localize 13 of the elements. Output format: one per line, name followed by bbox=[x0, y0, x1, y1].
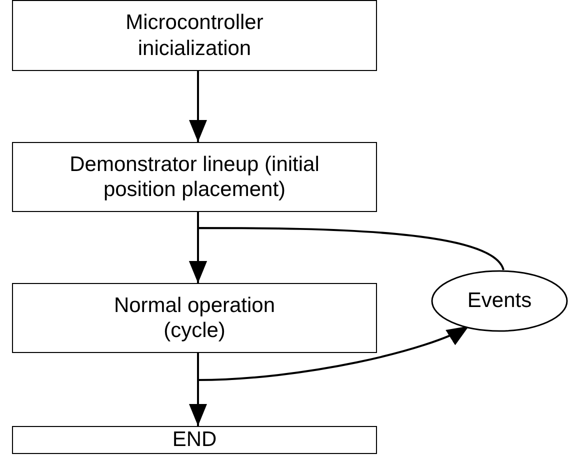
node-label: Demonstrator lineup (initial position placement) bbox=[68, 152, 320, 202]
process-box bbox=[12, 283, 377, 353]
process-box bbox=[12, 142, 377, 212]
node-label: Microcontroller inicialization bbox=[124, 10, 264, 61]
arrow bbox=[197, 325, 470, 381]
arrow bbox=[189, 71, 207, 142]
node-label: END bbox=[172, 427, 217, 453]
node-label: Normal operation (cycle) bbox=[112, 292, 276, 344]
event-ellipse bbox=[431, 270, 568, 332]
node-label: Events bbox=[467, 288, 532, 314]
arrow bbox=[189, 227, 504, 283]
process-box bbox=[12, 0, 377, 71]
process-box bbox=[12, 426, 377, 454]
